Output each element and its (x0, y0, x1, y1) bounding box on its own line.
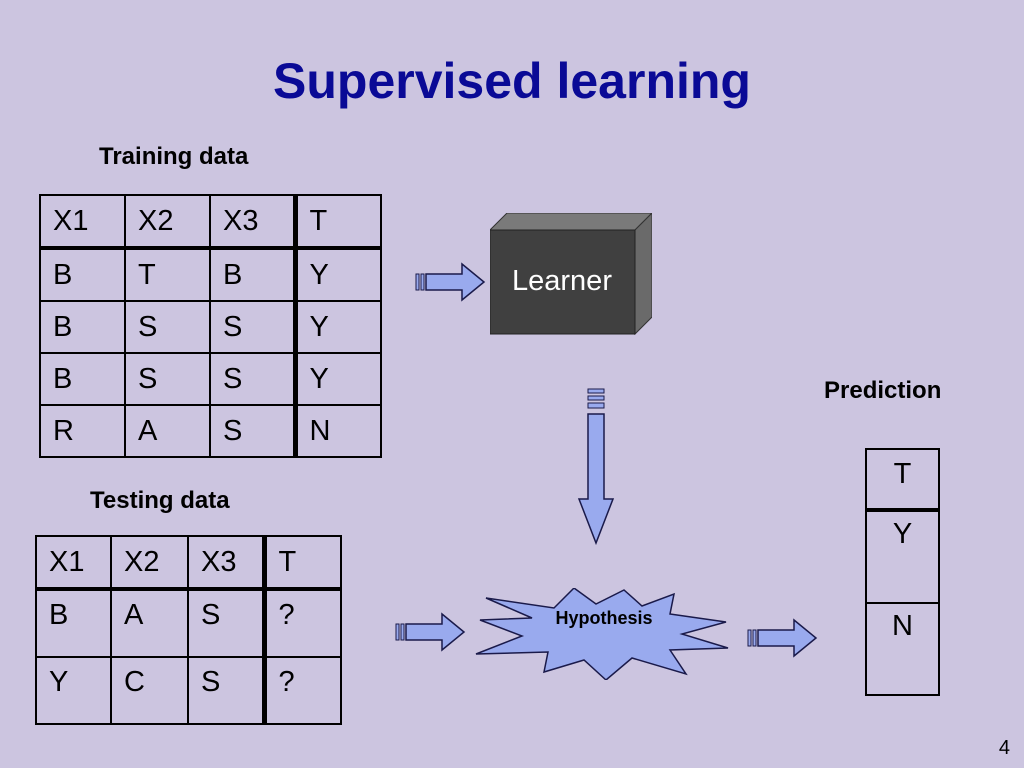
table-cell: Y (292, 247, 382, 302)
header-cell: T (261, 535, 342, 591)
header-cell: X2 (124, 194, 211, 250)
table-cell: Y (865, 509, 940, 604)
table-cell: S (209, 300, 296, 354)
table-row: B S S Y (39, 300, 382, 354)
header-cell: T (292, 194, 382, 250)
learner-box-shape (488, 211, 654, 336)
header-cell: X3 (187, 535, 265, 591)
hypothesis-label: Hypothesis (555, 608, 653, 628)
table-cell: B (209, 247, 296, 302)
table-cell: A (124, 404, 211, 458)
header-cell: X3 (209, 194, 296, 250)
table-cell: S (187, 656, 265, 725)
table-cell: A (110, 588, 189, 658)
testing-to-hypothesis-arrow (395, 612, 466, 652)
testing-data-caption: Testing data (90, 487, 230, 514)
learner-label: Learner (512, 265, 612, 297)
table-cell: B (39, 300, 126, 354)
table-cell: S (124, 352, 211, 406)
table-cell: ? (261, 656, 342, 725)
table-cell: S (124, 300, 211, 354)
table-cell: Y (292, 352, 382, 406)
training-data-table: X1 X2 X3 T B T B Y B S S Y B S S Y R A S… (39, 194, 382, 458)
table-cell: ? (261, 588, 342, 658)
table-cell: S (209, 352, 296, 406)
testing-data-table: X1 X2 X3 T B A S ? Y C S ? (35, 535, 342, 725)
table-row: N (865, 602, 940, 696)
table-cell: T (124, 247, 211, 302)
table-row: B T B Y (39, 247, 382, 302)
table-header-row: X1 X2 X3 T (35, 535, 342, 591)
table-cell: Y (35, 656, 112, 725)
hypothesis-to-prediction-arrow (747, 618, 818, 658)
table-cell: B (39, 247, 126, 302)
table-cell: S (209, 404, 296, 458)
header-cell: X1 (35, 535, 112, 591)
table-row: Y (865, 509, 940, 604)
prediction-table: T Y N (865, 448, 940, 696)
table-row: Y C S ? (35, 656, 342, 725)
hypothesis-shape (475, 587, 729, 681)
table-cell: R (39, 404, 126, 458)
hypothesis-starburst: Hypothesis (474, 587, 730, 681)
header-cell: X1 (39, 194, 126, 250)
table-cell: N (865, 602, 940, 696)
learner-box: Learner (488, 211, 654, 336)
slide-title: Supervised learning (273, 53, 751, 109)
prediction-caption: Prediction (824, 377, 942, 404)
page-number: 4 (998, 737, 1010, 759)
table-row: B A S ? (35, 588, 342, 658)
table-cell: Y (292, 300, 382, 354)
table-row: R A S N (39, 404, 382, 458)
learner-to-hypothesis-arrow (577, 388, 615, 546)
table-cell: B (35, 588, 112, 658)
table-header-row: T (865, 448, 940, 512)
table-cell: C (110, 656, 189, 725)
training-to-learner-arrow (415, 262, 486, 302)
table-row: B S S Y (39, 352, 382, 406)
table-cell: S (187, 588, 265, 658)
table-header-row: X1 X2 X3 T (39, 194, 382, 250)
table-cell: B (39, 352, 126, 406)
header-cell: X2 (110, 535, 189, 591)
table-cell: N (292, 404, 382, 458)
training-data-caption: Training data (99, 143, 249, 170)
header-cell: T (865, 448, 940, 512)
